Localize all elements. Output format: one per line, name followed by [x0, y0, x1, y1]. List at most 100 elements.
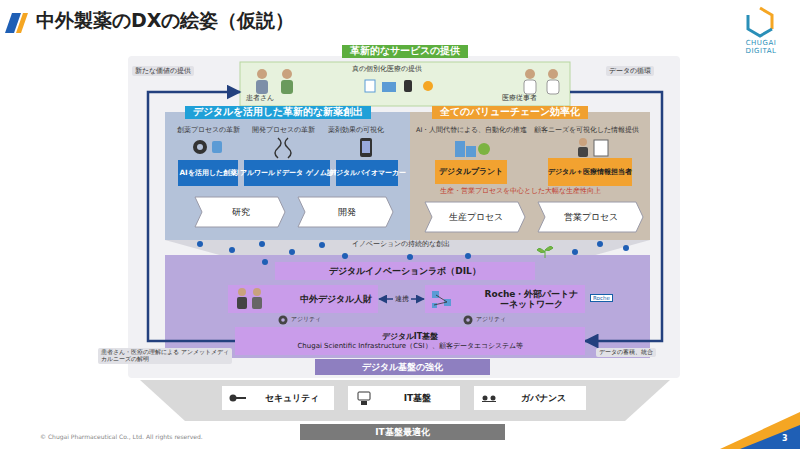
process-chevrons — [195, 197, 285, 227]
talent-people — [237, 288, 262, 309]
foundation-icons — [358, 392, 370, 400]
panel-icons — [212, 141, 222, 153]
sprout-icon — [537, 246, 553, 258]
lab-box: デジタルイノベーションラボ（DIL） — [275, 262, 535, 280]
process-chevron: 営業プロセス — [545, 202, 637, 232]
talent-people — [238, 288, 246, 296]
innovation-dots — [259, 241, 265, 247]
outer-ground — [128, 56, 680, 378]
panel-icons — [594, 140, 608, 156]
research-panel: AIを活用した創薬リアルワールドデータ ゲノム診断デジタルバイオマーカー研究開発… — [165, 112, 410, 240]
innovation-dots — [262, 259, 268, 265]
node-label: セキュリティ — [265, 393, 319, 403]
page-number: 3 — [782, 434, 788, 443]
node-label: デジタルバイオマーカー — [329, 169, 406, 177]
people-figures — [281, 80, 293, 94]
foundation-icons — [483, 396, 488, 401]
flow-note: 新たな価値の提供 — [132, 66, 194, 76]
node-label: デジタル基盤の強化 — [362, 362, 443, 372]
flow-note: 患者さん・医療の理解による アンメットメディカルニーズの解明 — [98, 348, 232, 364]
node-text: 患者さん — [246, 94, 274, 102]
node-label: 研究 — [232, 207, 250, 217]
corner-decor — [720, 412, 800, 449]
process-chevron: 開発 — [305, 197, 389, 227]
panel-icons — [360, 138, 372, 157]
process-chevrons — [538, 202, 643, 232]
panel-icons — [478, 143, 490, 155]
innovation-dots — [572, 249, 578, 255]
service-box — [240, 62, 570, 106]
foundation-boxes — [474, 386, 586, 410]
node-label: デジタルIT基盤 — [382, 332, 438, 341]
logo-icon — [748, 15, 772, 36]
people-figures — [257, 69, 267, 79]
innovation-dots — [342, 253, 348, 259]
platform-box: デジタルIT基盤Chugai Scientific Infrastructure… — [235, 327, 585, 355]
panel-icons — [193, 140, 207, 154]
people-figures — [282, 69, 292, 79]
node-label: IT基盤 — [404, 393, 432, 403]
flow-arrow — [148, 92, 240, 341]
node-text: Chugai Scientific Infrastructure（CSI）、顧客… — [297, 342, 522, 350]
copyright: © Chugai Pharmaceutical Co., Ltd. All ri… — [40, 434, 203, 441]
node-label: 全てのバリューチェーン効率化 — [432, 106, 588, 119]
partner-logo: Roche — [590, 294, 613, 302]
innovation-dots — [319, 242, 325, 248]
platform-band: デジタル基盤の強化 — [315, 359, 490, 375]
process-chevrons — [298, 197, 393, 227]
panel-icons — [455, 141, 465, 157]
partner-box: Roche・外部パートナーネットワーク — [425, 285, 585, 313]
panel-icons — [466, 146, 476, 157]
node-label: Roche・外部パートナーネットワーク — [481, 289, 582, 310]
talent-people — [252, 297, 262, 309]
node-text: 生産・営業プロセスを中心とした大幅な生産性向上 — [440, 188, 601, 195]
innovation-dots — [229, 247, 235, 253]
title-mark — [5, 13, 28, 33]
panel-icons — [362, 141, 370, 153]
page-title: 中外製薬のDXの絵姿（仮説） — [36, 10, 294, 32]
innovation-dots — [623, 245, 629, 251]
node-label: デジタルプラント — [439, 167, 503, 176]
node-label: デジタルイノベーションラボ（DIL） — [329, 266, 481, 276]
people-figures — [525, 69, 535, 79]
initiative-box: デジタル＋医療情報担当者 — [548, 158, 632, 186]
foundation-box: IT基盤 — [348, 386, 460, 410]
value-chain-panel — [410, 112, 650, 240]
initiative-box: デジタルプラント — [435, 160, 507, 184]
agility-gears — [466, 318, 470, 322]
people-figures — [423, 81, 433, 91]
agility-gears — [279, 316, 473, 325]
node-label: IT基盤最適化 — [375, 427, 430, 437]
agility-label: アジリティ — [291, 316, 321, 323]
people-figures — [524, 80, 536, 94]
node-label: 生産プロセス — [449, 212, 503, 222]
logo-icon — [760, 8, 772, 29]
people-figures — [404, 80, 412, 92]
node-text: 顧客ニーズを可視化した情報提供 — [534, 127, 639, 134]
panel-icons — [578, 147, 588, 157]
title-mark — [16, 13, 28, 33]
foundation-icons — [230, 395, 237, 402]
foundation-box: ガバナンス — [474, 386, 586, 410]
node-label: デジタルを活用した革新的な新薬創出 — [185, 106, 371, 119]
agility-gears — [464, 316, 473, 325]
foundation-icons — [361, 401, 367, 405]
platform-ground — [165, 255, 650, 358]
foundation-band: IT基盤最適化 — [300, 424, 505, 440]
network-icon — [432, 291, 439, 298]
people-figures — [548, 69, 558, 79]
node-label: 革新的なサービスの提供 — [342, 45, 468, 58]
node-text: AI・人間代替による、自動化の推進 — [416, 127, 527, 134]
flow-note: データの蓄積、統合 — [596, 348, 656, 357]
agility-gears — [281, 318, 285, 322]
node-text: 創薬プロセスの革新 — [177, 127, 240, 134]
it-foundation-ground — [140, 380, 670, 421]
node-label: 営業プロセス — [564, 212, 618, 222]
node-text: 真の個別化医療の提供 — [352, 65, 422, 73]
network-icon — [432, 291, 451, 308]
agility-label: アジリティ — [476, 316, 506, 323]
initiative-box: AIを活用した創薬 — [178, 160, 238, 186]
value-chain-panel: デジタルプラントデジタル＋医療情報担当者生産プロセス営業プロセス全てのバリューチ… — [410, 112, 650, 240]
foundation-boxes — [222, 386, 334, 410]
node-label: 中外デジタル人財 — [300, 294, 372, 304]
